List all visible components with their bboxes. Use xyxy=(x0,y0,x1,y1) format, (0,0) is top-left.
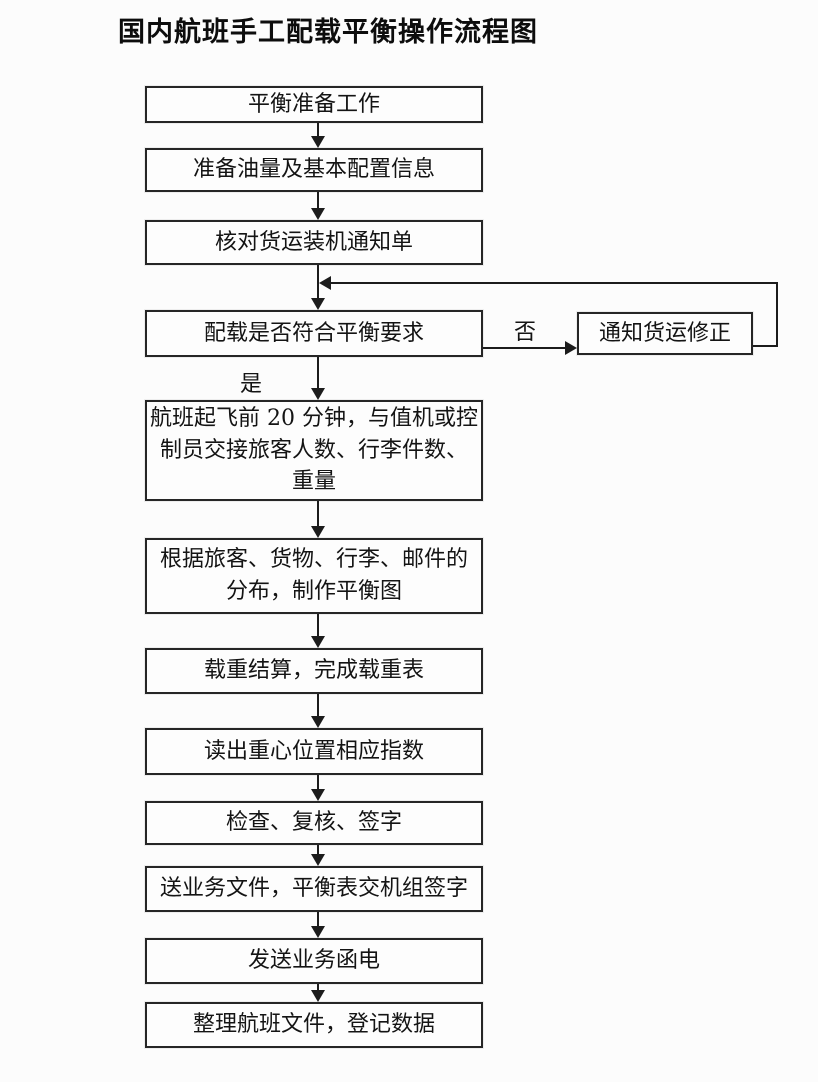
loopback-rise-line xyxy=(776,283,778,347)
connector-s7-s8-arrowhead-icon xyxy=(311,716,325,728)
connector-s5-s6-arrowhead-icon xyxy=(311,526,325,538)
step-send-business-telegram: 发送业务函电 xyxy=(145,938,483,984)
step-load-settlement: 载重结算，完成载重表 xyxy=(145,648,483,694)
step-handover-passenger-baggage: 航班起飞前 20 分钟，与值机或控 制员交接旅客人数、行李件数、 重量 xyxy=(145,400,483,501)
decision-load-balance-check: 配载是否符合平衡要求 xyxy=(145,310,483,357)
connector-s7-s8-line xyxy=(317,694,319,717)
loopback-arrowhead-icon xyxy=(319,276,331,290)
loopback-return-line xyxy=(331,282,778,284)
connector-s10-s11-arrowhead-icon xyxy=(311,926,325,938)
step-check-review-sign: 检查、复核、签字 xyxy=(145,801,483,845)
step-make-balance-chart: 根据旅客、货物、行李、邮件的 分布，制作平衡图 xyxy=(145,538,483,614)
connector-s2-s3-line xyxy=(317,192,319,209)
connector-s3-s4-arrowhead-icon xyxy=(311,298,325,310)
branch-no-arrowhead-icon xyxy=(565,341,577,355)
connector-s10-s11-line xyxy=(317,912,319,927)
step-organize-flight-documents: 整理航班文件，登记数据 xyxy=(145,1002,483,1048)
connector-s2-s3-arrowhead-icon xyxy=(311,208,325,220)
step-read-cg-index: 读出重心位置相应指数 xyxy=(145,728,483,775)
connector-s5-s6-line xyxy=(317,501,319,527)
step-balance-preparation: 平衡准备工作 xyxy=(145,86,483,123)
connector-s6-s7-line xyxy=(317,614,319,637)
step-check-cargo-loading-notice: 核对货运装机通知单 xyxy=(145,220,483,265)
connector-s1-s2-arrowhead-icon xyxy=(311,136,325,148)
step-deliver-docs-crew-sign: 送业务文件，平衡表交机组签字 xyxy=(145,866,483,912)
connector-s6-s7-arrowhead-icon xyxy=(311,636,325,648)
step-notify-cargo-correction: 通知货运修正 xyxy=(577,312,753,355)
connector-s11-s12-arrowhead-icon xyxy=(311,990,325,1002)
connector-s4-s5-line xyxy=(317,357,319,389)
connector-s11-s12-line xyxy=(317,984,319,991)
page-title: 国内航班手工配载平衡操作流程图 xyxy=(118,17,538,48)
step-fuel-config-info: 准备油量及基本配置信息 xyxy=(145,148,483,192)
connector-s4-s5-arrowhead-icon xyxy=(311,388,325,400)
branch-no-line xyxy=(483,347,567,349)
connector-s1-s2-line xyxy=(317,123,319,137)
connector-s8-s9-arrowhead-icon xyxy=(311,789,325,801)
loopback-exit-line xyxy=(753,345,778,347)
branch-label-no: 否 xyxy=(514,320,537,345)
connector-s9-s10-arrowhead-icon xyxy=(311,854,325,866)
branch-label-yes: 是 xyxy=(240,372,263,397)
connector-s8-s9-line xyxy=(317,775,319,790)
connector-s3-s4-line xyxy=(317,265,319,299)
connector-s9-s10-line xyxy=(317,845,319,855)
